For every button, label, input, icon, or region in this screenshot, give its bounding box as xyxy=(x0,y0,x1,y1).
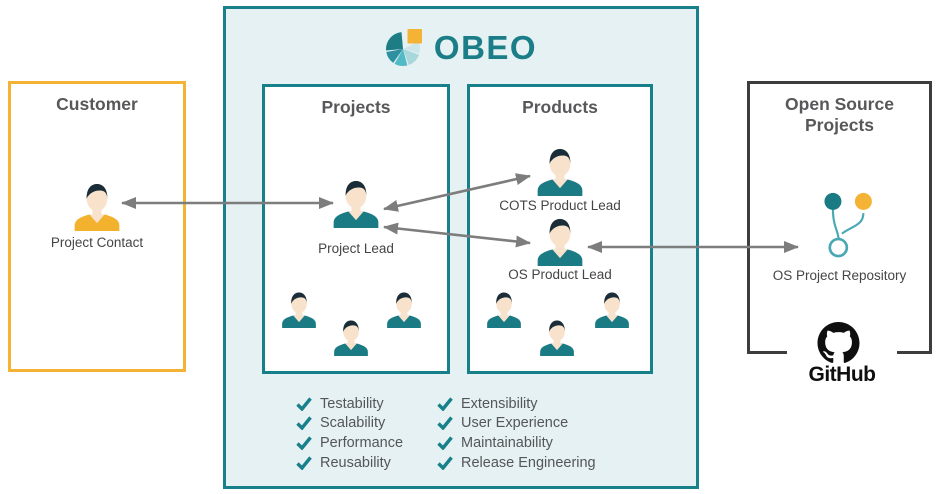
project-contact-icon xyxy=(72,178,122,236)
check-icon xyxy=(437,456,453,470)
obeo-logo-icon xyxy=(385,29,422,66)
github-icon xyxy=(817,322,860,363)
os-product-lead-icon xyxy=(535,213,585,271)
team-member-icon xyxy=(280,288,318,333)
checklist-item: Release Engineering xyxy=(437,453,596,473)
team-member-icon xyxy=(385,288,423,333)
projects-box: Projects Project Lead xyxy=(262,84,450,374)
checklist-item: Reusability xyxy=(296,453,403,473)
cots-product-lead-icon xyxy=(535,143,585,201)
project-lead-icon xyxy=(331,175,381,233)
checklist-item: Extensibility xyxy=(437,394,596,414)
team-member-icon xyxy=(538,316,576,361)
github-wordmark: GitHub xyxy=(808,363,876,386)
check-icon xyxy=(437,397,453,411)
check-icon xyxy=(296,397,312,411)
open-source-projects-title: Open Source Projects xyxy=(785,94,894,135)
os-product-lead-label: OS Product Lead xyxy=(508,267,612,282)
check-icon xyxy=(437,416,453,431)
checklist-item: Testability xyxy=(296,394,403,414)
checklist-right: Extensibility User Experience Maintainab… xyxy=(437,394,596,472)
checklist-item: Scalability xyxy=(296,414,403,434)
team-member-icon xyxy=(593,288,631,333)
customer-box: Customer Project Contact xyxy=(8,81,186,372)
check-icon xyxy=(296,436,312,450)
checklist-item: Performance xyxy=(296,433,403,453)
os-project-repository-label: OS Project Repository xyxy=(772,268,907,283)
obeo-logo-text: OBEO xyxy=(433,29,538,66)
products-box: Products COTS Product Lead OS Product Le… xyxy=(467,84,653,374)
cots-product-lead-label: COTS Product Lead xyxy=(499,198,621,213)
customer-title: Customer xyxy=(56,94,138,114)
open-source-projects-box: Open Source Projects OS Project Reposito… xyxy=(747,81,932,354)
border-gap xyxy=(787,346,897,358)
team-member-icon xyxy=(485,288,523,333)
project-contact-label: Project Contact xyxy=(50,235,144,250)
git-branch-icon xyxy=(824,192,872,258)
checklist-left: Testability Scalability Performance Reus… xyxy=(296,394,403,472)
check-icon xyxy=(437,436,453,450)
projects-title: Projects xyxy=(321,97,391,117)
products-title: Products xyxy=(522,97,598,117)
team-member-icon xyxy=(332,316,370,361)
checklist-item: Maintainability xyxy=(437,433,596,453)
checklist-item: User Experience xyxy=(437,414,596,434)
obeo-logo: OBEO xyxy=(223,26,699,70)
check-icon xyxy=(296,416,312,431)
project-lead-label: Project Lead xyxy=(318,241,394,256)
check-icon xyxy=(296,456,312,470)
